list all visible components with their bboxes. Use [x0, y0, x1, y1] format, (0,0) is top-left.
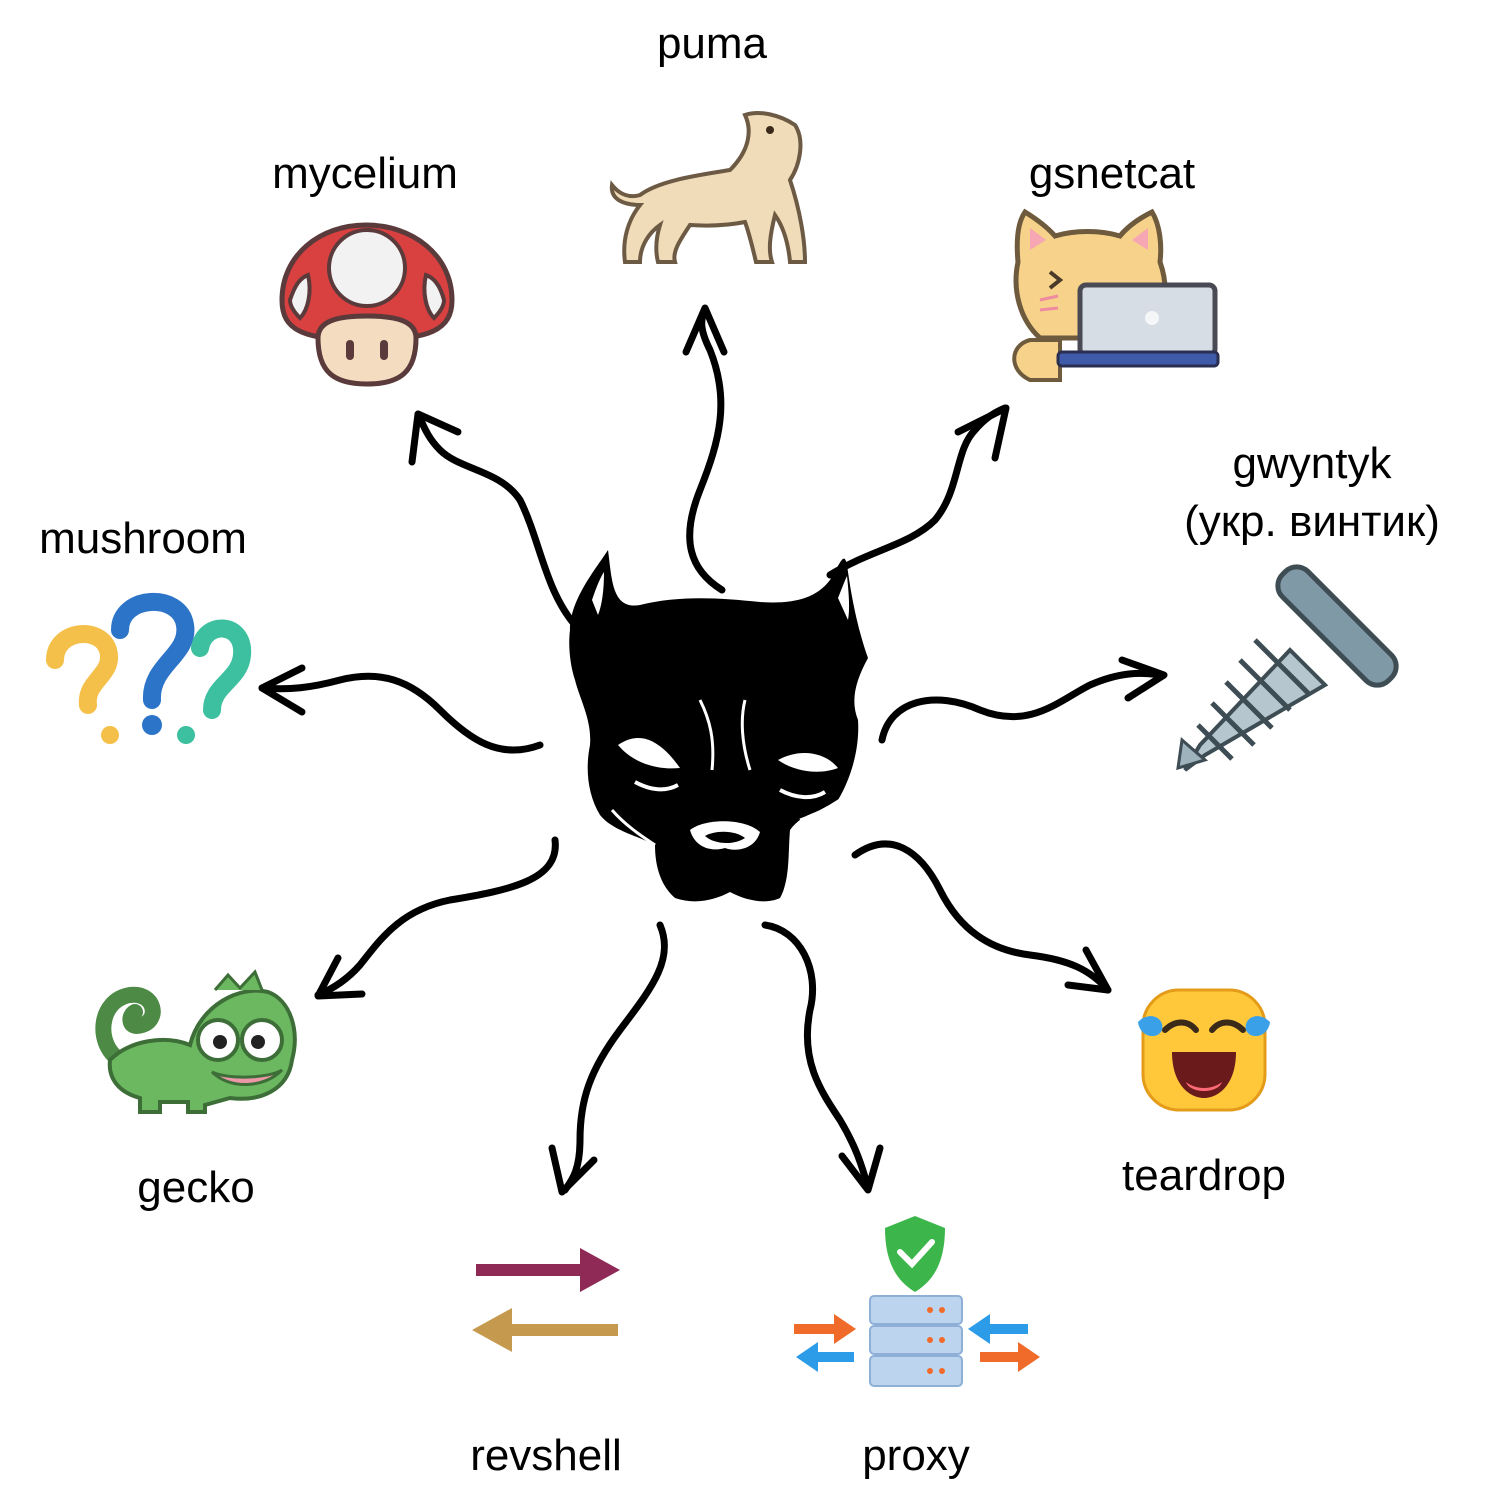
arrow-to-teardrop: [851, 840, 1112, 994]
mushroom-icon: [279, 222, 455, 387]
arrow-to-mycelium: [408, 410, 579, 629]
arrow-to-mushroom: [258, 664, 544, 754]
pitbull-dog-head-icon: [569, 550, 868, 902]
node-gecko: gecko: [95, 969, 297, 1212]
gwyntyk-label-translation: (укр. винтик): [1184, 497, 1440, 546]
gsnetcat-label: gsnetcat: [1029, 149, 1195, 198]
node-mushroom: mushroom: [39, 514, 252, 744]
screw-icon: [1176, 564, 1399, 772]
arrow-to-gsnetcat: [826, 404, 1010, 579]
question-marks-icon: [46, 593, 252, 744]
revshell-label: revshell: [470, 1431, 622, 1480]
gecko-label: gecko: [137, 1163, 254, 1212]
node-gwyntyk: gwyntyk (укр. винтик): [1176, 439, 1440, 772]
gecko-icon: [95, 969, 297, 1114]
arrows: [258, 304, 1168, 1196]
arrow-to-puma: [682, 304, 728, 594]
mycelium-label: mycelium: [272, 149, 458, 198]
node-mycelium: mycelium: [272, 149, 458, 387]
mushroom-label: mushroom: [39, 514, 247, 563]
node-gsnetcat: gsnetcat: [1012, 149, 1220, 382]
arrow-to-proxy: [761, 921, 884, 1194]
arrow-to-gwyntyk: [878, 656, 1168, 744]
arrow-to-gecko: [314, 836, 559, 1000]
puma-icon: [609, 111, 808, 264]
node-teardrop: teardrop: [1122, 988, 1286, 1200]
cat-laptop-icon: [1012, 208, 1220, 382]
node-proxy: proxy: [794, 1216, 1040, 1480]
proxy-server-icon: [794, 1216, 1040, 1387]
exchange-arrows-icon: [472, 1248, 620, 1352]
puma-label: puma: [657, 19, 768, 68]
laughing-tears-emoji-icon: [1138, 988, 1270, 1112]
teardrop-label: teardrop: [1122, 1151, 1286, 1200]
node-puma: puma: [609, 19, 808, 264]
gwyntyk-label: gwyntyk: [1233, 439, 1393, 488]
node-revshell: revshell: [470, 1248, 622, 1480]
proxy-label: proxy: [862, 1431, 970, 1480]
arrow-to-revshell: [548, 921, 668, 1196]
